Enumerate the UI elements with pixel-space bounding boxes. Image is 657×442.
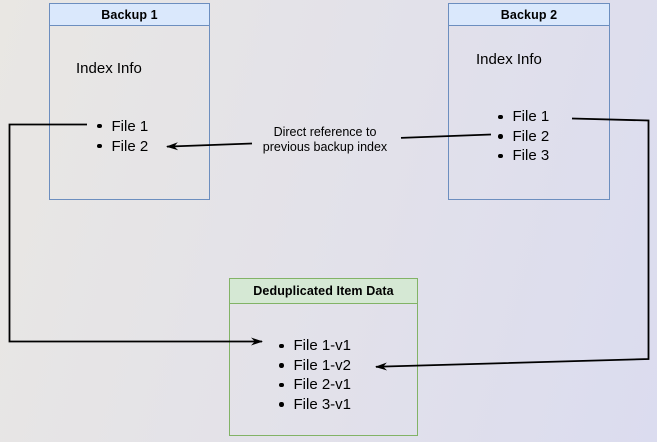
bullet <box>498 134 503 139</box>
backup1-header: Backup 1 <box>50 4 209 26</box>
list-item: File 2-v1 <box>279 375 351 395</box>
backup2-index-info-label: Index Info <box>476 51 542 68</box>
list-item: File 1 <box>498 107 549 127</box>
edge-label: Direct reference to previous backup inde… <box>240 125 410 156</box>
backup2-box: Backup 2 Index Info File 1 File 2 File 3 <box>448 3 610 200</box>
dedup-box: Deduplicated Item Data File 1-v1 File 1-… <box>229 278 418 436</box>
list-item: File 3 <box>498 146 549 166</box>
backup2-file-list: File 1 File 2 File 3 <box>498 107 549 166</box>
edge-label-line2: previous backup index <box>262 140 388 155</box>
bullet <box>498 153 503 158</box>
file-label: File 1 <box>512 108 550 126</box>
file-label: File 2 <box>111 137 149 155</box>
file-label: File 1 <box>111 117 149 135</box>
backup1-index-info-label: Index Info <box>76 60 142 77</box>
bullet <box>279 382 284 387</box>
backup1-file-list: File 1 File 2 <box>97 116 148 156</box>
backup2-header: Backup 2 <box>449 4 609 26</box>
bullet <box>498 114 503 119</box>
bullet <box>279 402 284 407</box>
bullet <box>279 363 284 368</box>
file-label: File 3 <box>512 147 550 165</box>
file-label: File 1-v1 <box>293 337 352 355</box>
list-item: File 1-v2 <box>279 356 351 376</box>
dedup-header: Deduplicated Item Data <box>230 279 417 304</box>
bullet <box>97 143 102 149</box>
file-label: File 2 <box>512 127 550 145</box>
list-item: File 1-v1 <box>279 336 351 356</box>
list-item: File 2 <box>498 127 549 147</box>
list-item: File 2 <box>97 136 148 156</box>
file-label: File 3-v1 <box>293 395 352 413</box>
dedup-file-list: File 1-v1 File 1-v2 File 2-v1 File 3-v1 <box>279 336 351 414</box>
list-item: File 3-v1 <box>279 395 351 415</box>
edge-label-line1: Direct reference to <box>273 125 377 139</box>
file-label: File 1-v2 <box>293 356 352 374</box>
backup1-box: Backup 1 Index Info File 1 File 2 <box>49 3 210 200</box>
list-item: File 1 <box>97 116 148 136</box>
bullet <box>97 123 102 129</box>
bullet <box>279 343 284 348</box>
file-label: File 2-v1 <box>293 376 352 394</box>
